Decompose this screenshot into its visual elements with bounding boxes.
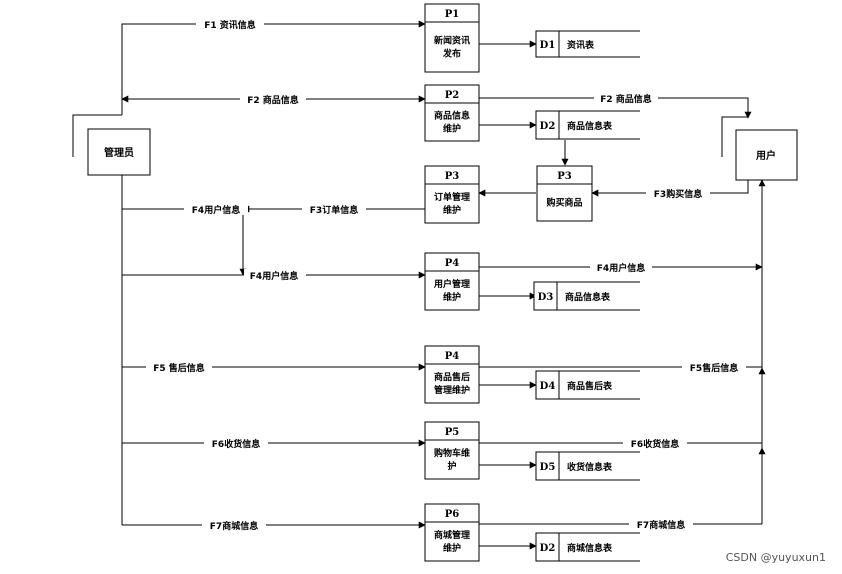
process-label-line: 维护 — [443, 123, 461, 135]
data-store: D4 商品售后表 — [535, 370, 640, 400]
p2-to-user-line — [479, 97, 752, 119]
process-id: P1 — [445, 9, 459, 20]
process-label-line: 护 — [447, 460, 456, 472]
flow-f4-b-label: F4用户信息 — [250, 270, 298, 282]
process-label-line: 商品信息 — [434, 110, 470, 122]
process-label-line: 维护 — [443, 204, 461, 216]
process-id: P3 — [557, 171, 572, 182]
data-store: D2 商品信息表 — [535, 110, 640, 140]
flow-f7-left-label: F7商城信息 — [210, 520, 258, 532]
process-id: P4 — [445, 351, 460, 362]
store-id: D3 — [538, 292, 554, 303]
process-id: P4 — [445, 258, 460, 269]
store-name: 收货信息表 — [567, 461, 613, 473]
process-label-line: 维护 — [443, 291, 461, 303]
store-id: D2 — [540, 121, 556, 132]
data-store: D5 收货信息表 — [535, 451, 640, 481]
flow-f6-left-label: F6收货信息 — [212, 438, 260, 450]
process-label-line: 发布 — [442, 48, 461, 60]
store-id: D1 — [540, 40, 556, 51]
process-label-line: 商品售后 — [434, 371, 470, 383]
admin-entity: 管理员 — [72, 114, 151, 176]
process-id: P6 — [445, 509, 460, 520]
process-id: P5 — [445, 427, 460, 438]
flow-f5-right-label: F5售后信息 — [690, 362, 738, 374]
process-label-line: 购物车维 — [434, 447, 470, 459]
process-id: P3 — [445, 171, 460, 182]
store-name: 商城信息表 — [567, 542, 613, 554]
admin-top-line — [121, 20, 426, 115]
store-name: 资讯表 — [567, 39, 595, 51]
flow-f2-right-label: F2 商品信息 — [600, 93, 652, 105]
flow-f7-right-label: F7商城信息 — [637, 519, 685, 531]
flow-f2-left-label: F2 商品信息 — [247, 94, 299, 106]
data-store: D2 商城信息表 — [535, 532, 640, 562]
flow-f6-right-label: F6收货信息 — [631, 438, 679, 450]
store-id: D5 — [540, 462, 556, 473]
data-store: D3 商品信息表 — [533, 281, 640, 311]
process-label-line: 管理维护 — [434, 384, 470, 396]
process-label-line: 用户管理 — [433, 278, 470, 290]
user-to-p3-line — [591, 180, 749, 197]
process-label-line: 维护 — [443, 542, 461, 554]
watermark-text: CSDN @yuyuxun1 — [726, 551, 826, 564]
process-box: P3 购买商品 — [536, 165, 593, 222]
user-entity: 用户 — [721, 116, 798, 181]
flow-f4-a-label: F4用户信息 — [192, 204, 240, 216]
process-label-line: 订单管理 — [434, 191, 470, 203]
data-store: D1 资讯表 — [535, 30, 640, 58]
flow-f4-c-label: F4用户信息 — [597, 262, 645, 274]
flow-f3-buy-label: F3购买信息 — [654, 188, 702, 200]
process-label-line: 购买商品 — [546, 197, 582, 209]
process-label-line: 新闻资讯 — [434, 35, 470, 47]
store-name: 商品信息表 — [565, 291, 611, 303]
user-label: 用户 — [755, 149, 776, 162]
process-id: P2 — [445, 90, 460, 101]
admin-label: 管理员 — [104, 146, 134, 159]
process-label-line: 商城管理 — [434, 529, 470, 541]
flow-f1-label: F1 资讯信息 — [204, 19, 256, 31]
flow-f3-order-label: F3订单信息 — [310, 204, 358, 216]
store-id: D2 — [540, 543, 556, 554]
store-name: 商品售后表 — [567, 380, 613, 392]
store-name: 商品信息表 — [567, 120, 613, 132]
flow-f5-left-label: F5 售后信息 — [153, 362, 205, 374]
store-id: D4 — [540, 381, 556, 392]
